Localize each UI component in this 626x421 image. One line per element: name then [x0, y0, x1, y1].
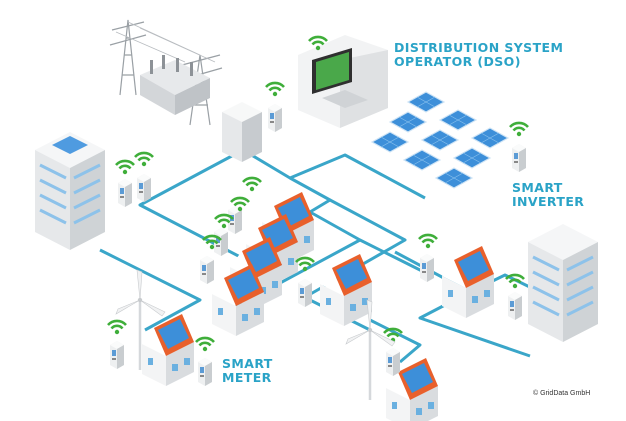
wifi-signal-icon — [508, 121, 530, 138]
smart-meter-label-line1: SMART — [222, 356, 273, 371]
smart-inverter-label-line1: SMART — [512, 180, 563, 195]
house-icon — [320, 254, 372, 326]
smart-meter-icon — [268, 104, 282, 132]
computer-monitor-icon — [298, 1, 388, 128]
office-building-icon — [35, 132, 105, 250]
wifi-signal-icon — [504, 273, 526, 290]
copyright-notice: © GridData GmbH — [533, 390, 591, 397]
wifi-signal-icon — [264, 81, 286, 98]
dso-label-line1: DISTRIBUTION SYSTEM — [394, 40, 564, 55]
smart-inverter-label-line2: INVERTER — [512, 194, 585, 209]
smart-meter-icon — [508, 292, 522, 320]
substation-icon — [222, 102, 262, 162]
wifi-signal-icon — [133, 151, 155, 168]
house-icon — [212, 264, 264, 336]
smart-meter-icon — [118, 179, 132, 207]
office-building-icon — [528, 224, 598, 342]
smart-meter-label-line2: METER — [222, 370, 272, 385]
smart-meter-icon — [512, 144, 526, 172]
house-icon — [142, 314, 194, 386]
dso-label-line2: OPERATOR (DSO) — [394, 54, 521, 69]
smart-meter-label: SMART METER — [222, 357, 273, 385]
dso-label: DISTRIBUTION SYSTEM OPERATOR (DSO) — [394, 41, 563, 69]
house-icon — [442, 246, 494, 318]
smart-meter-icon — [137, 174, 151, 202]
solar-panel-icon — [371, 91, 509, 189]
wifi-signal-icon — [114, 159, 136, 176]
smart-inverter-label: SMART INVERTER — [512, 181, 584, 209]
transformer-icon — [140, 55, 210, 115]
transmission-tower-icon — [109, 19, 223, 126]
